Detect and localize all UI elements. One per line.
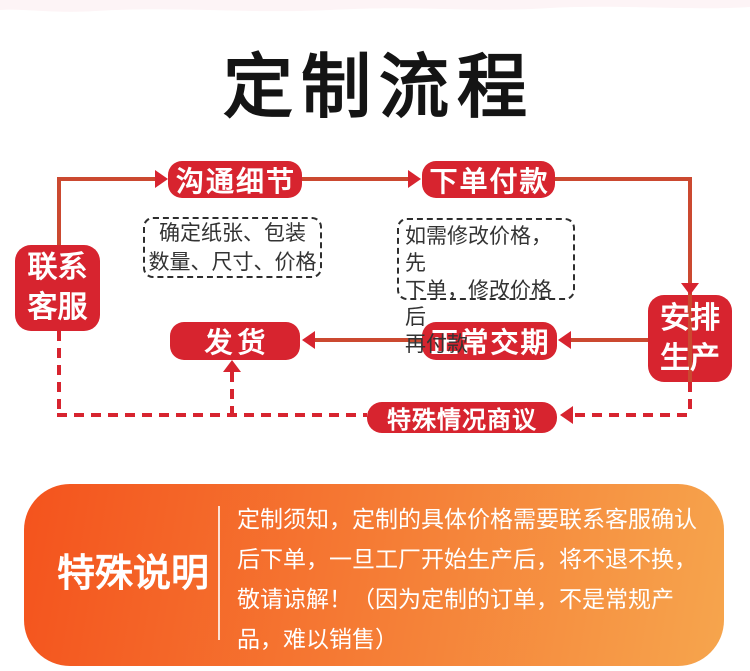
ship-goods-node: 发货 bbox=[170, 322, 300, 360]
banner-text-line: 品，难以销售） bbox=[237, 626, 398, 652]
dashed-connector-to-special bbox=[575, 413, 690, 417]
note-line: 数量、尺寸、价格 bbox=[148, 250, 317, 274]
top-wave-decoration bbox=[0, 0, 750, 12]
arrowhead-into-order-icon bbox=[408, 170, 421, 188]
node-label: 下单付款 bbox=[429, 165, 550, 197]
note-line: 再付款 bbox=[405, 333, 468, 356]
arrange-production-node-label: 安排 生产 bbox=[648, 295, 732, 382]
connector-delivery-to-ship bbox=[315, 338, 422, 342]
dashed-arrowhead-into-ship-icon bbox=[223, 360, 241, 372]
node-label: 客服 bbox=[27, 291, 88, 324]
dashed-connector-contact-down bbox=[57, 331, 61, 415]
node-label: 发货 bbox=[204, 327, 271, 358]
connector-arrange-to-delivery bbox=[571, 338, 648, 342]
node-label: 特殊情况商议 bbox=[387, 407, 537, 434]
banner-text-line: 敬请谅解！（因为定制的订单，不是常规产 bbox=[237, 586, 674, 612]
dashed-connector-bottom-left bbox=[57, 413, 367, 417]
banner-divider bbox=[218, 506, 220, 640]
note-line: 下单，修改价格后 bbox=[405, 279, 552, 329]
connector-contact-up bbox=[57, 177, 61, 245]
arrowhead-into-delivery-icon bbox=[558, 331, 571, 349]
contact-service-node: 联系 客服 bbox=[15, 245, 100, 331]
banner-text-line: 定制须知，定制的具体价格需要联系客服确认 bbox=[237, 506, 697, 532]
communicate-details-node: 沟通细节 bbox=[168, 161, 302, 198]
paper-spec-note: 确定纸张、包装 数量、尺寸、价格 bbox=[143, 217, 322, 278]
connector-order-right bbox=[555, 177, 692, 181]
dashed-arrowhead-into-special-icon bbox=[560, 406, 573, 424]
normal-delivery-node: 正常交期 bbox=[422, 322, 557, 360]
note-line: 如需修改价格，先 bbox=[405, 225, 552, 275]
special-note-banner: 特殊说明 定制须知，定制的具体价格需要联系客服确认 后下单，一旦工厂开始生产后，… bbox=[24, 484, 724, 666]
price-change-note: 如需修改价格，先 下单，修改价格后 再付款 bbox=[397, 218, 575, 356]
special-case-negotiation-node: 特殊情况商议 bbox=[367, 402, 557, 434]
order-payment-node: 下单付款 bbox=[422, 161, 555, 198]
node-label: 安排 bbox=[660, 301, 720, 335]
connector-contact-to-communicate bbox=[57, 177, 155, 181]
node-label: 生产 bbox=[660, 341, 720, 375]
connector-down-to-arrange bbox=[688, 177, 692, 382]
dashed-connector-up-to-ship bbox=[230, 372, 234, 413]
banner-label: 特殊说明 bbox=[56, 553, 209, 595]
banner-text-line: 后下单，一旦工厂开始生产后，将不退不换， bbox=[237, 546, 697, 572]
node-label: 沟通细节 bbox=[175, 165, 296, 197]
arrowhead-into-communicate-icon bbox=[155, 170, 168, 188]
note-line: 确定纸张、包装 bbox=[159, 221, 306, 245]
arrowhead-into-ship-icon bbox=[302, 331, 315, 349]
node-label: 正常交期 bbox=[430, 327, 551, 358]
dashed-connector-arrange-down bbox=[688, 382, 692, 415]
node-label: 联系 bbox=[27, 251, 88, 284]
arrowhead-into-arrange-icon bbox=[681, 283, 699, 295]
page-title: 定制流程 bbox=[223, 50, 535, 127]
banner-text: 定制须知，定制的具体价格需要联系客服确认 后下单，一旦工厂开始生产后，将不退不换… bbox=[237, 499, 697, 659]
connector-communicate-to-order bbox=[302, 177, 408, 181]
